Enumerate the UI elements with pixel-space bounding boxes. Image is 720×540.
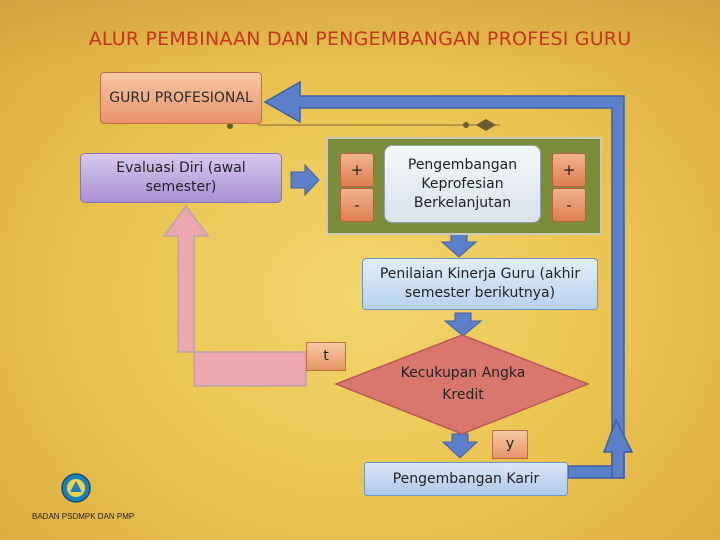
arrow-kecukupan-to-karir [441, 433, 479, 459]
minus-left: - [340, 188, 374, 222]
feedback-arrow-pink [162, 204, 307, 387]
plus-right: + [552, 153, 586, 187]
page-title: ALUR PEMBINAAN DAN PENGEMBANGAN PROFESI … [88, 28, 632, 50]
node-kecukupan-angka-kredit: Kecukupan Angka Kredit [400, 365, 526, 403]
arrow-penilaian-to-kecukupan [443, 312, 483, 337]
minus-right: - [552, 188, 586, 222]
arrow-pkb-to-penilaian [440, 233, 478, 258]
return-arrow-blue [263, 80, 625, 479]
node-pengembangan-karir: Pengembangan Karir [364, 462, 568, 496]
node-guru-profesional: GURU PROFESIONAL [100, 72, 262, 124]
node-penilaian-kinerja: Penilaian Kinerja Guru (akhir semester b… [362, 258, 598, 310]
decision-diamond [333, 334, 591, 435]
decorative-dot [227, 123, 233, 129]
decorative-dot [463, 122, 469, 128]
plus-left: + [340, 153, 374, 187]
footer-org: BADAN PSDMPK DAN PMP [32, 512, 135, 521]
decorative-ornament [476, 119, 496, 131]
arrow-evaluasi-to-pkb [290, 163, 320, 197]
label-ya: y [492, 430, 528, 459]
background-texture [0, 0, 720, 70]
node-pengembangan-keprofesian: Pengembangan Keprofesian Berkelanjutan [384, 145, 541, 223]
return-arrowhead-up [602, 418, 634, 479]
label-tidak: t [306, 342, 346, 371]
logo [61, 473, 91, 503]
node-evaluasi-diri: Evaluasi Diri (awal semester) [80, 153, 282, 203]
